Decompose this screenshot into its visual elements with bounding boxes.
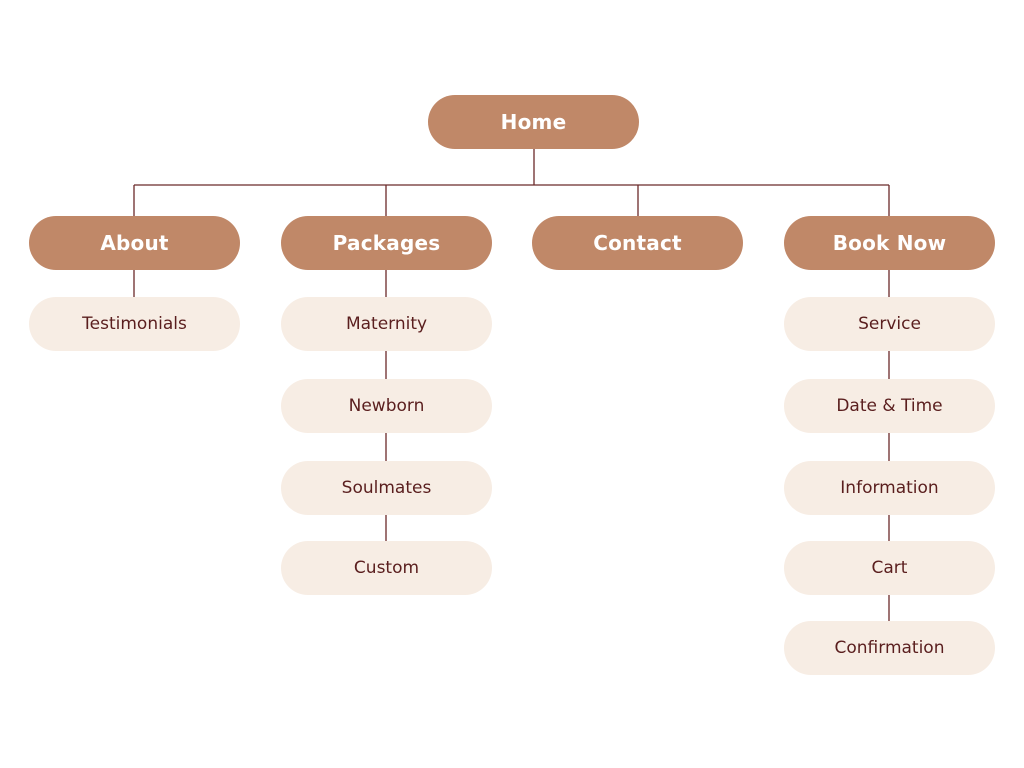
node-maternity-label: Maternity bbox=[345, 314, 428, 334]
node-testimonials-label: Testimonials bbox=[82, 314, 187, 334]
node-packages: Packages bbox=[281, 216, 492, 270]
node-newborn: Newborn bbox=[281, 379, 492, 433]
node-service-label: Service bbox=[858, 314, 921, 334]
node-custom-label: Custom bbox=[353, 558, 420, 578]
node-packages-label: Packages bbox=[332, 231, 441, 255]
node-book-now: Book Now bbox=[784, 216, 995, 270]
node-service: Service bbox=[784, 297, 995, 351]
node-date-time-label: Date & Time bbox=[836, 396, 943, 416]
node-custom: Custom bbox=[281, 541, 492, 595]
node-date-time: Date & Time bbox=[784, 379, 995, 433]
node-contact-label: Contact bbox=[593, 231, 682, 255]
node-contact: Contact bbox=[532, 216, 743, 270]
node-information: Information bbox=[784, 461, 995, 515]
node-soulmates-label: Soulmates bbox=[341, 478, 432, 498]
node-confirmation-label: Confirmation bbox=[834, 638, 945, 658]
node-home-label: Home bbox=[500, 110, 567, 134]
node-cart: Cart bbox=[784, 541, 995, 595]
node-newborn-label: Newborn bbox=[348, 396, 425, 416]
node-about: About bbox=[29, 216, 240, 270]
node-maternity: Maternity bbox=[281, 297, 492, 351]
node-information-label: Information bbox=[840, 478, 939, 498]
node-book-now-label: Book Now bbox=[832, 231, 947, 255]
node-confirmation: Confirmation bbox=[784, 621, 995, 675]
node-testimonials: Testimonials bbox=[29, 297, 240, 351]
node-about-label: About bbox=[100, 231, 169, 255]
node-cart-label: Cart bbox=[871, 558, 908, 578]
node-soulmates: Soulmates bbox=[281, 461, 492, 515]
node-home: Home bbox=[428, 95, 639, 149]
